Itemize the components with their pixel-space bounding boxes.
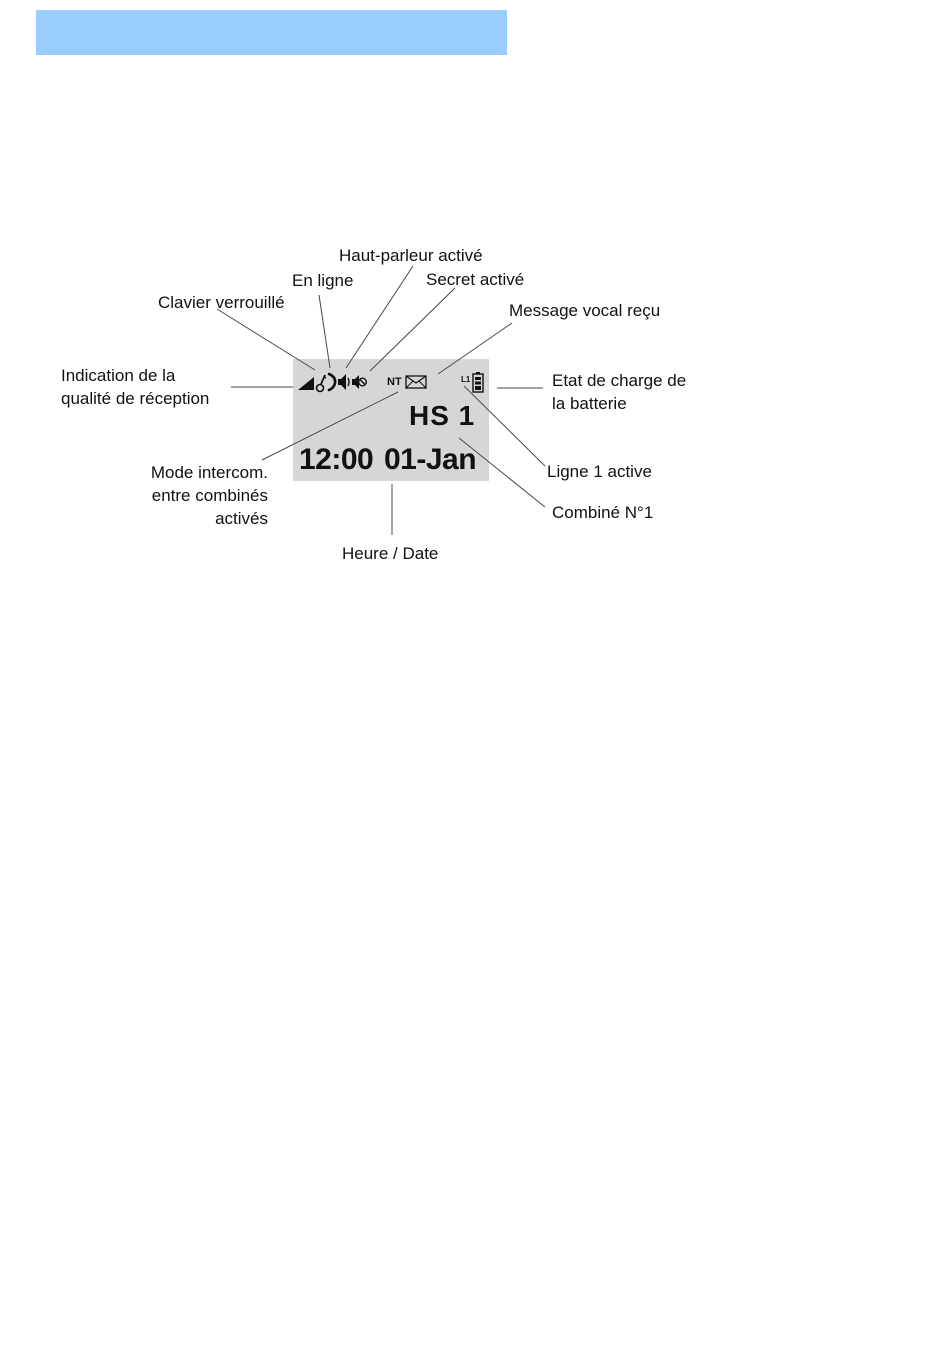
leader-message	[438, 323, 512, 374]
label-etat-line1: Etat de charge de	[552, 369, 686, 392]
label-etat-line2: la batterie	[552, 392, 686, 415]
label-indication-line1: Indication de la	[61, 364, 209, 387]
label-clavier: Clavier verrouillé	[158, 291, 285, 314]
leader-secret	[370, 288, 455, 371]
label-mode-line3: activés	[120, 507, 268, 530]
leader-mode	[262, 392, 398, 460]
label-en-ligne: En ligne	[292, 269, 353, 292]
label-combine: Combiné N°1	[552, 501, 653, 524]
label-ligne: Ligne 1 active	[547, 460, 652, 483]
label-mode: Mode intercom. entre combinés activés	[120, 461, 268, 530]
label-mode-line1: Mode intercom.	[120, 461, 268, 484]
leader-en-ligne	[319, 295, 330, 368]
label-secret: Secret activé	[426, 268, 524, 291]
label-etat: Etat de charge de la batterie	[552, 369, 686, 415]
phone-display-diagram: NT L1 HS 1 12:00 01-Jan	[0, 0, 950, 620]
label-indication: Indication de la qualité de réception	[61, 364, 209, 410]
label-heure: Heure / Date	[342, 542, 438, 565]
label-haut-parleur: Haut-parleur activé	[339, 244, 483, 267]
leader-clavier	[217, 309, 315, 370]
label-indication-line2: qualité de réception	[61, 387, 209, 410]
leader-combine	[459, 438, 545, 507]
leader-haut-parleur	[346, 266, 413, 368]
leader-ligne	[464, 386, 545, 466]
label-mode-line2: entre combinés	[120, 484, 268, 507]
label-message: Message vocal reçu	[509, 299, 660, 322]
